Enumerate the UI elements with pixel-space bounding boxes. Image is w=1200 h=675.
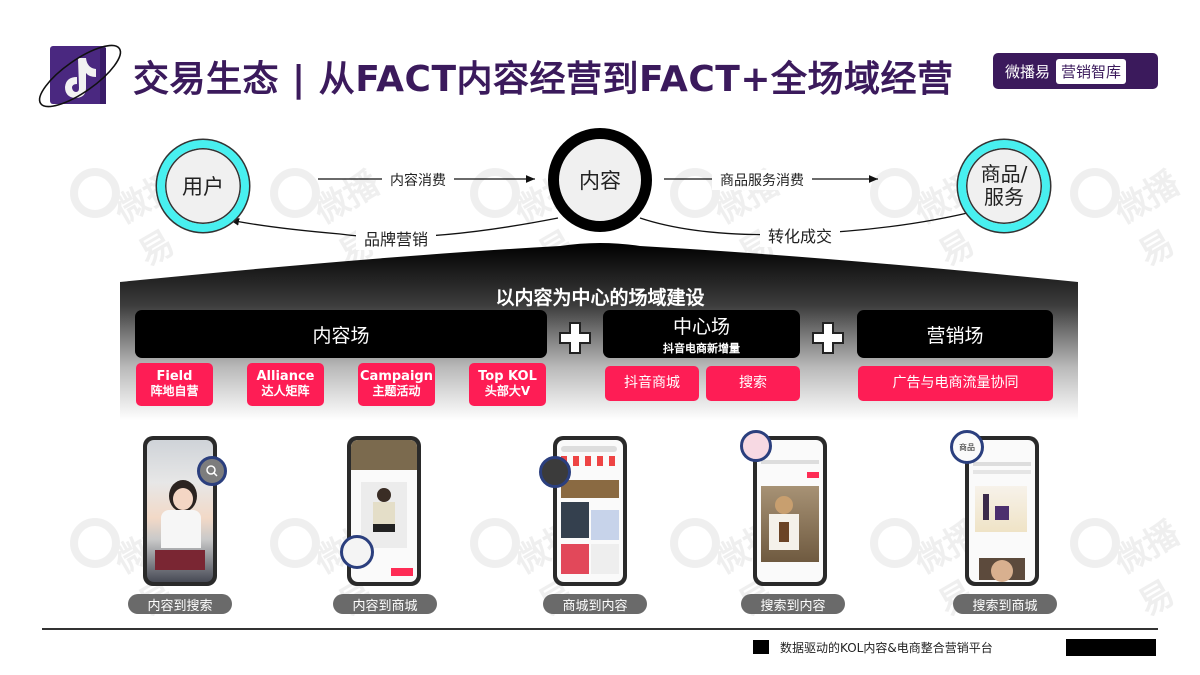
node-goods-label-1: 商品/ xyxy=(980,162,1028,186)
node-goods-service: 商品/ 服务 xyxy=(958,140,1050,232)
phone-caption: 内容到搜索 xyxy=(128,594,232,614)
phone-screenshot-mall-to-content xyxy=(553,436,627,586)
tag-alliance: Alliance 达人矩阵 xyxy=(247,363,324,406)
douyin-logo-icon xyxy=(34,36,126,114)
plus-icon xyxy=(559,322,591,354)
live-avatar-highlight xyxy=(539,456,571,488)
node-content: 内容 xyxy=(548,128,652,232)
phone-screenshot-search-to-mall xyxy=(965,436,1039,586)
node-user: 用户 xyxy=(157,140,249,232)
field-center-label: 中心场 xyxy=(672,316,730,338)
field-center-sub: 抖音电商新增量 xyxy=(663,342,740,355)
field-center: 中心场 抖音电商新增量 xyxy=(603,310,800,358)
tag-en: Alliance xyxy=(256,369,315,385)
footer-tagline: 数据驱动的KOL内容&电商整合营销平台 xyxy=(780,641,993,655)
phone-caption: 商城到内容 xyxy=(543,594,647,614)
tag-search: 搜索 xyxy=(706,366,800,401)
goods-tab-highlight: 商品 xyxy=(950,430,984,464)
edge-conversion: 转化成交 xyxy=(760,223,841,247)
tag-cn: 主题活动 xyxy=(372,384,421,399)
tag-en: Top KOL xyxy=(478,369,537,385)
page-title: 交易生态 | 从FACT内容经营到FACT+全场域经营 xyxy=(133,59,954,100)
band-title: 以内容为中心的场域建设 xyxy=(495,287,705,309)
edge-goods-consumption: 商品服务消费 xyxy=(712,170,812,190)
footer-divider xyxy=(42,628,1158,630)
tag-douyin-mall: 抖音商城 xyxy=(605,366,699,401)
tag-cn: 广告与电商流量协同 xyxy=(892,375,1019,392)
tag-cn: 头部大V xyxy=(484,384,531,399)
field-marketing-label: 营销场 xyxy=(926,324,984,347)
tag-en: Field xyxy=(156,369,193,385)
phone-caption: 内容到商城 xyxy=(333,594,437,614)
field-content: 内容场 xyxy=(135,310,547,358)
tag-top-kol: Top KOL 头部大V xyxy=(469,363,546,406)
goods-tab-label: 商品 xyxy=(959,442,975,452)
edge-brand-marketing: 品牌营销 xyxy=(356,226,437,250)
field-marketing: 营销场 xyxy=(857,310,1053,358)
tag-cn: 抖音商城 xyxy=(624,375,680,392)
cart-icon-highlight xyxy=(340,535,374,569)
node-goods-label-2: 服务 xyxy=(984,185,1024,209)
field-content-label: 内容场 xyxy=(312,324,370,347)
brand-name: 微播易 xyxy=(1005,62,1051,81)
node-user-label: 用户 xyxy=(182,175,224,199)
node-content-label: 内容 xyxy=(579,169,621,193)
edge-content-consumption: 内容消费 xyxy=(382,170,454,190)
phone-caption: 搜索到内容 xyxy=(741,594,845,614)
brand-badge: 微播易 营销智库 xyxy=(993,53,1158,89)
tag-field: Field 阵地自营 xyxy=(136,363,213,406)
brand-account-highlight xyxy=(740,430,772,462)
tag-en: Campaign xyxy=(360,369,433,385)
phone-screenshot-content-to-mall xyxy=(347,436,421,586)
tag-cn: 达人矩阵 xyxy=(261,384,310,399)
tag-cn: 阵地自营 xyxy=(150,384,199,399)
brand-tag: 营销智库 xyxy=(1056,58,1127,84)
tag-campaign: Campaign 主题活动 xyxy=(358,363,435,406)
search-icon-magnifier xyxy=(197,456,227,486)
phone-screenshot-search-to-content xyxy=(753,436,827,586)
tag-cn: 搜索 xyxy=(739,375,767,392)
footer-black-bar xyxy=(1066,639,1156,656)
plus-icon xyxy=(812,322,844,354)
footer-square-icon xyxy=(753,640,769,654)
phone-caption: 搜索到商城 xyxy=(953,594,1057,614)
watermark: 微播易 xyxy=(1060,500,1200,625)
tag-ad-traffic-synergy: 广告与电商流量协同 xyxy=(858,366,1053,401)
